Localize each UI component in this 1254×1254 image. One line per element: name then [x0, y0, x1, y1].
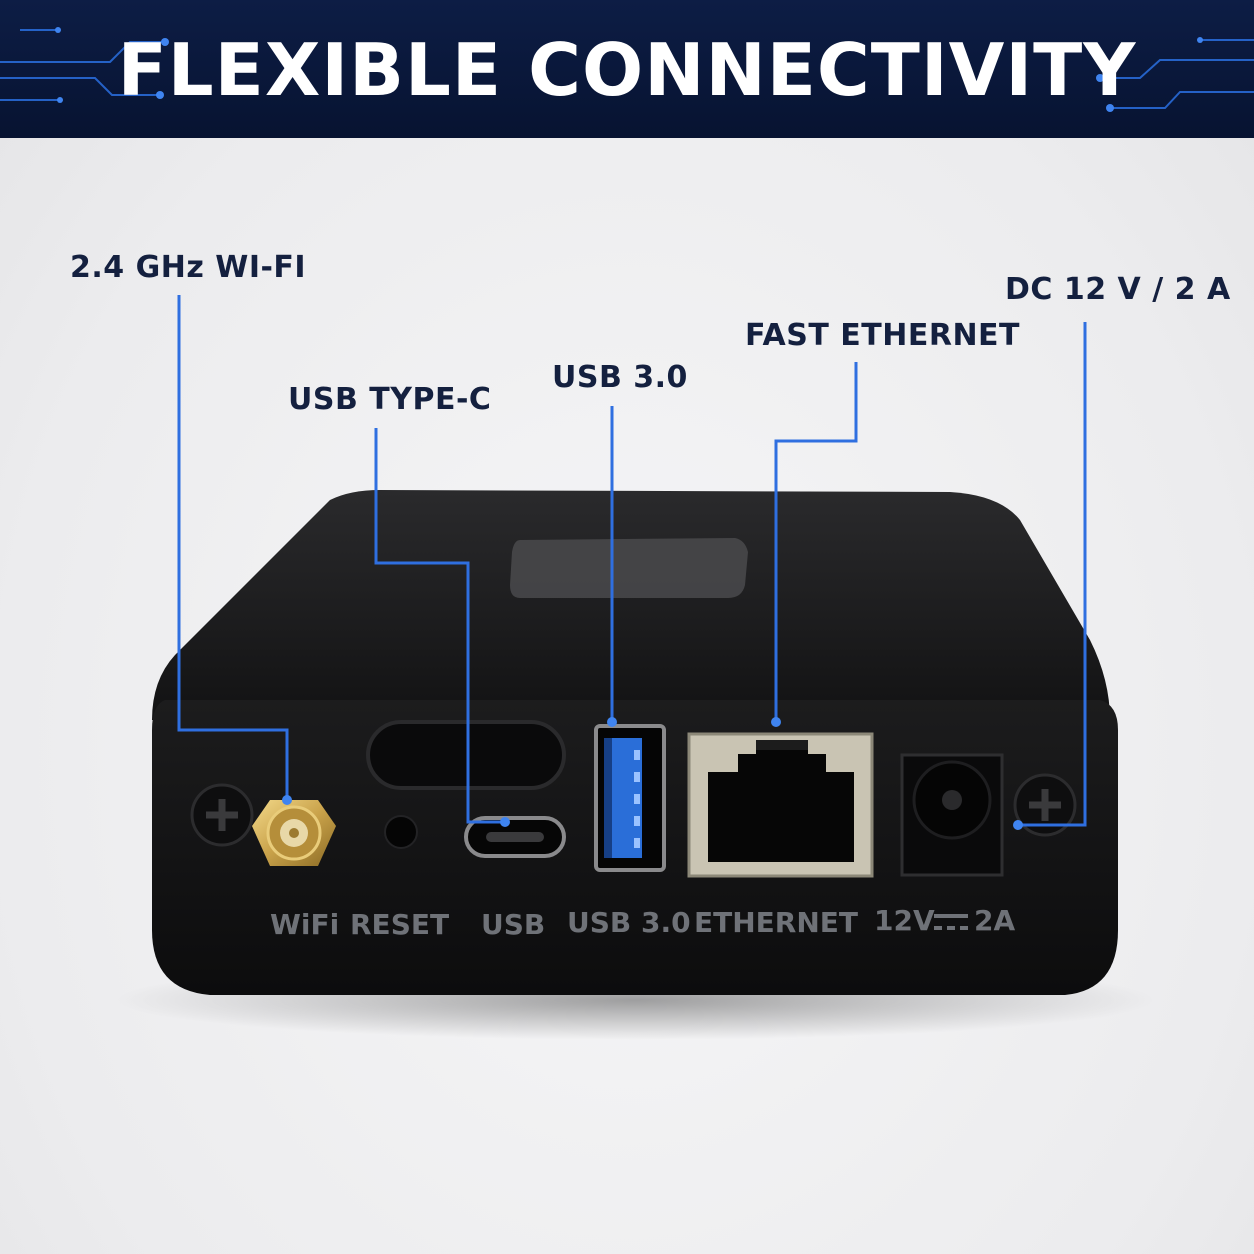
sma-connector	[252, 800, 336, 866]
reset-hole	[384, 815, 418, 849]
status-window	[366, 720, 566, 790]
port-label-usb: USB	[481, 908, 546, 941]
port-label-reset: RESET	[350, 908, 450, 941]
screw-left	[190, 783, 254, 847]
circuit-decoration-right	[1096, 37, 1254, 112]
port-label-ethernet: ETHERNET	[694, 906, 859, 939]
leader-dc	[1018, 322, 1087, 827]
usb3-port	[594, 724, 666, 872]
screw-right	[1013, 773, 1077, 837]
banner-title: FLEXIBLE CONNECTIVITY	[117, 28, 1137, 112]
header-banner: FLEXIBLE CONNECTIVITY	[0, 0, 1254, 138]
port-label-usb3: USB 3.0	[567, 906, 691, 939]
dc-jack	[900, 753, 1004, 877]
circuit-decoration-left	[0, 27, 169, 103]
callout-usb-type-c: USB TYPE-C	[288, 382, 492, 417]
leader-usb-c	[374, 428, 505, 824]
leader-wifi	[177, 295, 289, 800]
device-sticker	[510, 538, 748, 598]
leader-ethernet	[774, 362, 858, 722]
ethernet-port	[687, 732, 874, 878]
port-label-wifi: WiFi	[270, 908, 340, 941]
port-label-12v: 12V	[874, 904, 935, 937]
callout-wifi: 2.4 GHz WI-FI	[70, 250, 307, 285]
dc-symbol	[934, 914, 968, 930]
device-top	[152, 490, 1110, 720]
port-label-2a: 2A	[974, 904, 1016, 937]
callout-fast-ethernet: FAST ETHERNET	[745, 318, 1021, 353]
callout-usb3: USB 3.0	[552, 360, 688, 395]
callout-dc-power: DC 12 V / 2 A	[1005, 272, 1231, 307]
